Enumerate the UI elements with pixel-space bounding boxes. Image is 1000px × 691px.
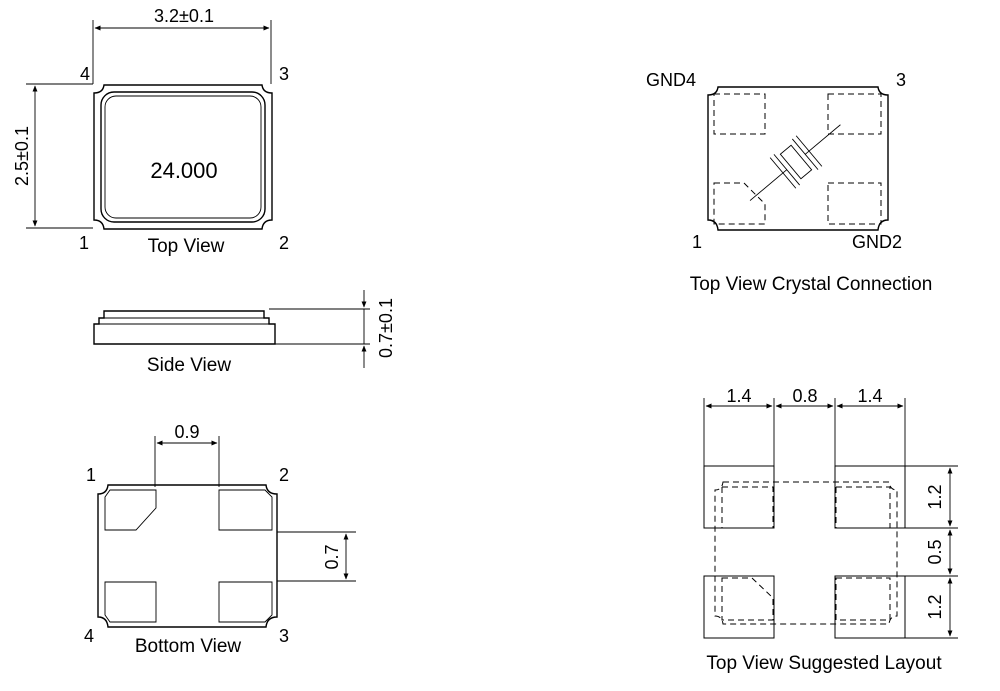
side-view: 0.7±0.1 Side View	[93, 290, 396, 376]
pin-gnd4-label: GND4	[646, 70, 696, 90]
layout-pad-top-left	[703, 465, 775, 529]
pin-2-label: 2	[279, 233, 289, 253]
crystal-connection-title: Top View Crystal Connection	[690, 274, 933, 295]
bottom-view: 0.9 0.7 1 2 3 4 Bottom View	[84, 422, 356, 657]
pad-gap-dimension: 0.9	[174, 422, 199, 442]
pad-4	[104, 581, 157, 623]
layout-pad-bottom-left	[703, 575, 775, 639]
pin-4-label: 4	[80, 64, 90, 84]
pin-gnd2-label: GND2	[852, 232, 902, 252]
thickness-dimension: 0.7±0.1	[376, 298, 396, 358]
bottom-pin-3-label: 3	[279, 626, 289, 646]
bottom-pin-1-label: 1	[86, 465, 96, 485]
pin-1-label: 1	[79, 233, 89, 253]
layout-pad-width-left: 1.4	[726, 386, 751, 406]
pad-1	[104, 489, 157, 531]
width-dimension: 3.2±0.1	[154, 6, 214, 26]
frequency-marking: 24.000	[150, 158, 217, 183]
bottom-outline	[97, 484, 278, 628]
height-dimension: 2.5±0.1	[12, 126, 32, 186]
layout-gap-width: 0.8	[792, 386, 817, 406]
pad-height-dimension: 0.7	[322, 544, 342, 569]
top-view: 3.2±0.1 2.5±0.1 24.000 4 3 1 2 Top View	[12, 6, 289, 257]
crystal-connection-view: GND4 3 1 GND2 Top View Crystal Connectio…	[646, 70, 932, 295]
bottom-view-title: Bottom View	[135, 636, 242, 657]
crystal-package-outline	[707, 86, 889, 231]
bottom-pin-2-label: 2	[279, 465, 289, 485]
crystal-pin-1-label: 1	[692, 232, 702, 252]
pad-2	[218, 489, 273, 531]
layout-pad-height-top: 1.2	[925, 484, 945, 509]
crystal-pin-3-label: 3	[896, 70, 906, 90]
layout-pad-width-right: 1.4	[857, 386, 882, 406]
layout-pad-top-right	[834, 465, 906, 529]
pad-gnd2	[827, 182, 882, 225]
top-view-title: Top View	[148, 236, 225, 257]
lid-outline	[100, 91, 266, 223]
suggested-layout-title: Top View Suggested Layout	[706, 653, 942, 674]
bottom-pin-4-label: 4	[84, 626, 94, 646]
pad-1-connection	[713, 182, 766, 225]
pad-gnd4	[713, 93, 766, 135]
pin-3-label: 3	[279, 64, 289, 84]
layout-pad-bottom-right	[834, 575, 906, 639]
pad-3	[218, 581, 273, 623]
side-profile	[93, 310, 276, 345]
layout-pad-height-bottom: 1.2	[925, 594, 945, 619]
layout-component-outline	[714, 481, 898, 625]
side-view-title: Side View	[147, 355, 231, 376]
package-outline	[93, 84, 273, 230]
pad-3-connection	[827, 93, 882, 135]
suggested-layout-view: 1.4 0.8 1.4 1.2 0.5 1.2 Top View Suggest…	[703, 386, 958, 674]
layout-gap-height: 0.5	[925, 539, 945, 564]
crystal-symbol	[749, 124, 841, 201]
